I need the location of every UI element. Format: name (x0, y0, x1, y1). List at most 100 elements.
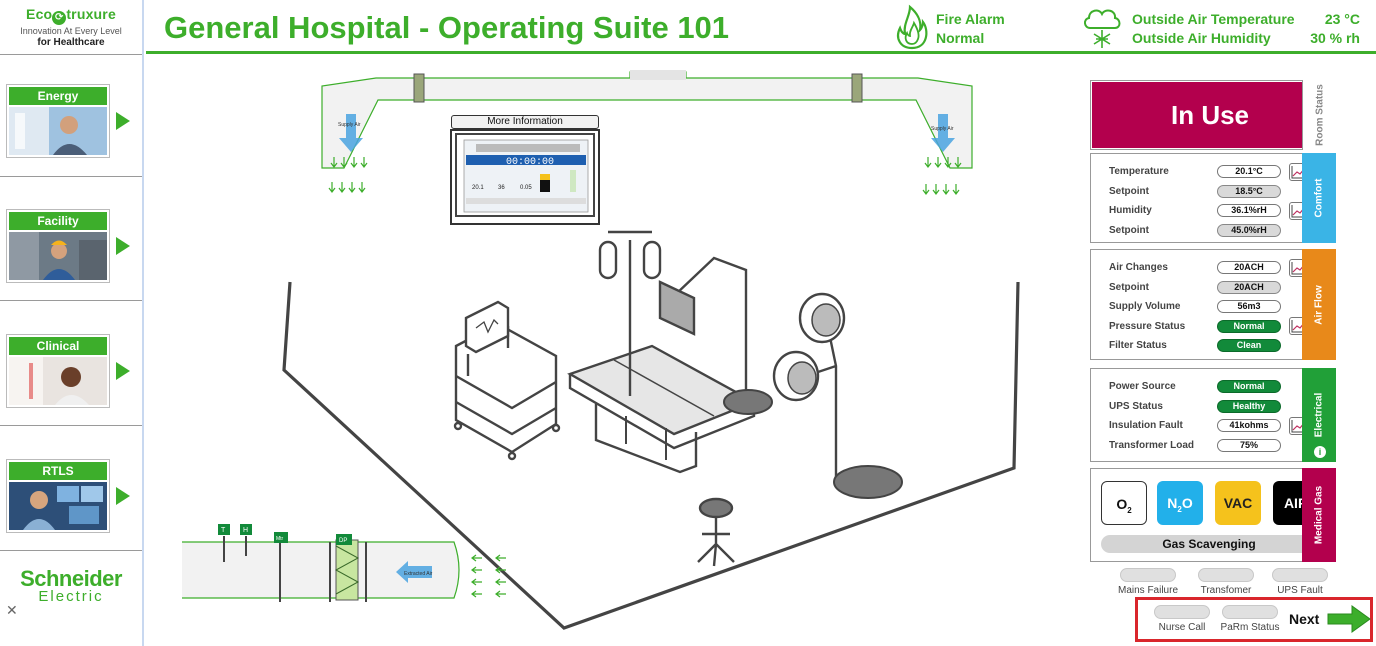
logo-e-icon: ⟳ (52, 11, 67, 25)
comfort-panel: Temperature 20.1°C Setpoint 18.5°C Humid… (1090, 153, 1336, 243)
comfort-tab-label: Comfort (1313, 178, 1325, 218)
room-floor-outline (282, 281, 1020, 630)
nav-card: Energy (6, 84, 110, 158)
sidebar-item-energy[interactable]: Energy (6, 84, 136, 160)
next-highlight-box (1135, 597, 1373, 642)
row-label: Power Source (1109, 381, 1176, 393)
row-label: Humidity (1109, 205, 1152, 217)
chevron-right-icon (116, 112, 130, 130)
o2-button[interactable]: O2 (1101, 481, 1147, 525)
logo-suffix: truxure (66, 6, 116, 22)
row-value: 41kohms (1217, 419, 1281, 433)
nurse-call-indicator[interactable]: Nurse Call (1146, 605, 1218, 633)
sidebar-item-rtls[interactable]: RTLS (6, 459, 136, 535)
gas-scavenging-indicator[interactable]: Gas Scavenging (1101, 535, 1317, 553)
status-badge: Normal (1217, 380, 1281, 394)
ecostruxure-logo: Eco⟳truxure Innovation At Every Level fo… (0, 0, 142, 54)
nav-card: Facility (6, 209, 110, 283)
row-label: UPS Status (1109, 400, 1163, 412)
o2-label: O (1116, 496, 1128, 512)
row-value: 36.1%rH (1217, 204, 1281, 218)
sidebar-item-label: RTLS (9, 462, 107, 480)
medical-gas-tab[interactable]: Medical Gas (1302, 468, 1336, 562)
clinical-photo (9, 357, 107, 405)
room-status-tab-label: Room Status (1314, 84, 1325, 146)
row-label: Temperature (1109, 166, 1169, 178)
n2o-button[interactable]: N2O (1157, 481, 1203, 525)
extract-duct: T H Mtr DP Extracted Air (182, 524, 506, 602)
fire-icon (896, 4, 928, 50)
ups-fault-indicator[interactable]: UPS Fault (1264, 568, 1336, 596)
anesthesia-cart (453, 300, 561, 461)
tag-meter: Mtr (276, 536, 284, 542)
outside-temp-label: Outside Air Temperature (1132, 11, 1295, 27)
nav-divider (0, 550, 142, 551)
row-value: 20ACH (1217, 261, 1281, 275)
room-status-value: In Use (1092, 82, 1328, 148)
status-badge: Clean (1217, 339, 1281, 353)
more-information-button[interactable]: More Information (451, 115, 599, 129)
chevron-right-icon (116, 487, 130, 505)
n2o-label-o: O (1181, 495, 1193, 511)
brand-tagline: Innovation At Every Level (20, 26, 122, 36)
company-name-line2: Electric (38, 588, 104, 605)
tools-icon[interactable]: ✕ (6, 602, 18, 618)
outside-humidity-value: 30 % rh (1310, 30, 1360, 46)
vac-button[interactable]: VAC (1215, 481, 1261, 525)
sidebar-item-clinical[interactable]: Clinical (6, 334, 136, 410)
next-button-label[interactable]: Next (1289, 611, 1320, 627)
room-status-tab: Room Status (1302, 80, 1336, 150)
indicator-label: Transfomer (1200, 585, 1252, 596)
n2o-subscript: 2 (1177, 504, 1182, 514)
supply-air-label-right: Supply Air (931, 126, 954, 132)
electrical-tab[interactable]: Electrical i (1302, 368, 1336, 462)
airflow-row-setpoint: Setpoint 20ACH (1109, 278, 1281, 298)
energy-photo (9, 107, 107, 155)
sidebar-item-label: Energy (9, 87, 107, 105)
indicator-lamp (1198, 568, 1254, 582)
mains-failure-indicator[interactable]: Mains Failure (1112, 568, 1184, 596)
header: General Hospital - Operating Suite 101 F… (146, 0, 1376, 54)
row-value: 20ACH (1217, 280, 1281, 294)
chevron-right-icon (116, 237, 130, 255)
company-name-line1: Schneider (20, 566, 122, 591)
monitor-humidity: 36 (498, 185, 505, 191)
air-flow-tab[interactable]: Air Flow (1302, 249, 1336, 360)
transformer-indicator[interactable]: Transfomer (1190, 568, 1262, 596)
page-title: General Hospital - Operating Suite 101 (164, 10, 730, 45)
airflow-row-supply-volume: Supply Volume 56m3 (1109, 297, 1281, 317)
parm-status-indicator[interactable]: PaRm Status (1214, 605, 1286, 633)
airflow-row-filter-status: Filter Status Clean (1109, 336, 1281, 356)
row-label: Filter Status (1109, 340, 1167, 352)
tag-temperature: T (221, 527, 226, 534)
indicator-lamp (1222, 605, 1278, 619)
room-monitor[interactable]: 00:00:00 20.1 36 0.05 (450, 129, 600, 225)
comfort-tab[interactable]: Comfort (1302, 153, 1336, 243)
row-value: 56m3 (1217, 300, 1281, 314)
surgical-monitor-arm (658, 256, 773, 415)
comfort-row-temp-setpoint: Setpoint 18.5°C (1109, 182, 1281, 202)
electrical-row-insulation-fault: Insulation Fault 41kohms (1109, 416, 1309, 436)
schneider-electric-logo: Schneider Electric (8, 566, 134, 605)
electrical-panel: Power Source Normal UPS Status Healthy I… (1090, 368, 1336, 462)
electrical-row-transformer-load: Transformer Load 75% (1109, 436, 1281, 456)
info-icon[interactable]: i (1314, 446, 1326, 458)
indicator-label: Mains Failure (1117, 585, 1179, 596)
tag-humidity: H (243, 527, 248, 534)
electrical-row-ups-status: UPS Status Healthy (1109, 397, 1281, 417)
row-label: Transformer Load (1109, 439, 1195, 451)
tag-dp: DP (339, 538, 347, 544)
nav-card: Clinical (6, 334, 110, 408)
next-arrow-icon[interactable] (1326, 604, 1372, 634)
row-value: 18.5°C (1217, 184, 1281, 198)
fire-alarm-value: Normal (936, 30, 985, 46)
outside-air-conditions: Outside Air Temperature 23 °C Outside Ai… (1132, 10, 1360, 48)
row-label: Setpoint (1109, 224, 1149, 236)
brand-sub: for Healthcare (37, 37, 105, 48)
monitor-pressure: 0.05 (520, 185, 532, 191)
airflow-row-air-changes: Air Changes 20ACH (1109, 258, 1309, 278)
status-badge: Healthy (1217, 399, 1281, 413)
sidebar-item-facility[interactable]: Facility (6, 209, 136, 285)
surgical-lights (772, 292, 903, 499)
sidebar-item-label: Facility (9, 212, 107, 230)
